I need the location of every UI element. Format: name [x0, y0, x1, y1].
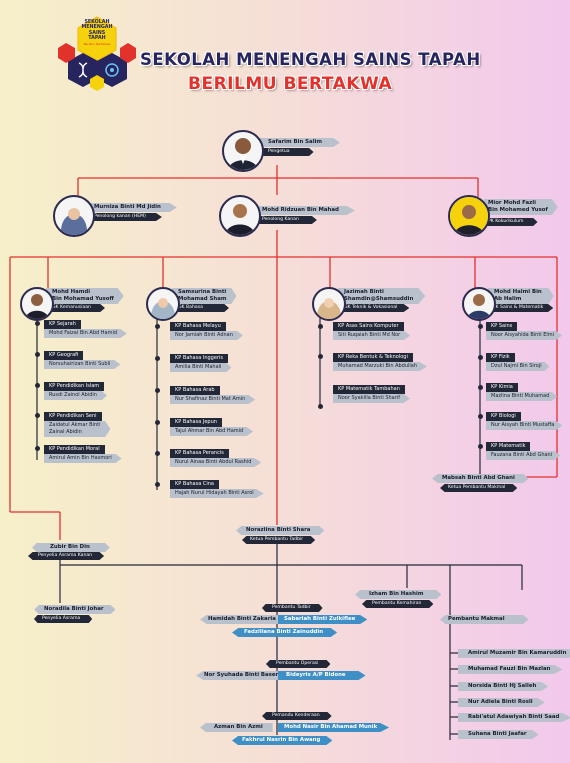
- kp-member: Amilia Binti Mahali: [170, 363, 232, 372]
- gk-role-sains: GK Sains & Matematik: [488, 304, 554, 312]
- deputy-role-hem: Penolong kanan (HEM): [88, 213, 162, 221]
- principal-name: Safarim Bin Salim: [256, 138, 341, 147]
- kp-member: Mazlina Binti Muhamad: [486, 392, 558, 401]
- deputy-name-hem: Murniza Binti Md Jidin: [88, 203, 177, 212]
- kp-member: Tajul Ahmar Bin Abd Hamid: [170, 427, 254, 436]
- kp-member: Noor Syakilla Binti Sharif: [333, 394, 410, 403]
- kemahiran-role: Pembantu Kemahiran: [362, 600, 434, 608]
- gk-role-teknik: GK Teknik & Vokasional: [338, 304, 410, 312]
- tadbir-head-name: Noraziina Binti Shara: [236, 526, 325, 535]
- logo-text: SEKOLAH MENENGAH SAINS TAPAH Berilmu Ber…: [81, 20, 113, 46]
- penyelia-kanan-role: Penyelia Asrama Kanan: [28, 552, 105, 560]
- principal-photo: [222, 130, 264, 172]
- tadbir-head-role: Ketua Pembantu Tadbir: [242, 536, 316, 544]
- kp-member: Siti Ruqaiah Binti Md Nor: [333, 331, 411, 340]
- kp-label: KP Pendidikan Seni: [44, 412, 102, 421]
- kp-member: Nur Aisyah Binti Mustaffa: [486, 421, 563, 430]
- school-motto: BERILMU BERTAKWA: [188, 74, 393, 94]
- kp-label: KP Reka Bentuk & Teknologi: [333, 353, 413, 362]
- gk-photo-teknik: [312, 287, 346, 321]
- makmal-head-name: Mabsah Binti Abd Ghani: [432, 474, 529, 483]
- pembantu-tadbir-title: Pembantu Tadbir: [262, 604, 323, 612]
- kp-member: Dzul Najmi Bin Siroji: [486, 362, 550, 371]
- penyelia-kanan-name: Zubir Bin Din: [32, 543, 110, 552]
- kp-member: Norsuhairizan Binti Subli: [44, 360, 121, 369]
- kp-label: KP Asas Sains Komputer: [333, 322, 404, 331]
- school-logo: [58, 15, 136, 93]
- pembantu-tadbir-left: Hamidah Binti Zakaria: [200, 615, 282, 624]
- pemandu-right: Mohd Nasir Bin Ahamad Munik: [278, 723, 390, 732]
- deputy-role-kanan: Penolong Kanan: [254, 216, 317, 224]
- kp-label: KP Bahasa Melayu: [170, 322, 226, 331]
- pembantu-makmal-member: Suhana Binti Jaafar: [458, 730, 539, 739]
- kp-label: KP Bahasa Cina: [170, 480, 219, 489]
- kp-member: Nor Jamiah Binti Adnan: [170, 331, 243, 340]
- kp-label: KP Bahasa Inggeris: [170, 354, 228, 363]
- pembantu-makmal-member: Nur Adiela Binti Rosli: [458, 698, 545, 707]
- kp-label: KP Pendidikan Moral: [44, 445, 105, 454]
- kemahiran-name: Izham Bin Hashim: [355, 590, 442, 599]
- pembantu-makmal-member: Muhamad Fauzi Bin Mazlan: [458, 665, 563, 674]
- gk-role-bahasa: GK Bahasa: [172, 304, 229, 312]
- kp-member: Amirul Amin Bin Hasmori: [44, 454, 122, 463]
- pembantu-tadbir-right: Sabariah Binti Zulkiflee: [278, 615, 368, 624]
- makmal-head-role: Ketua Pembantu Makmal: [440, 484, 518, 492]
- kp-label: KP Sains: [486, 322, 518, 331]
- pembantu-operasi-title: Pembantu Operasi: [266, 660, 331, 668]
- kp-label: KP Pendidikan Islam: [44, 382, 105, 391]
- deputy-role-koku: PK Kokurikulum: [484, 218, 538, 226]
- kp-label: KP Bahasa Perancis: [170, 449, 229, 458]
- kp-label: KP Biologi: [486, 412, 521, 421]
- pembantu-operasi-right: Bideyris A/P Bidone: [278, 671, 366, 680]
- principal-role: Pengetua: [256, 148, 314, 156]
- pembantu-makmal-title: Pembantu Makmal: [440, 615, 529, 624]
- pemandu-title: Pemandu Kenderaan: [262, 712, 332, 720]
- kp-member: Muhamad Marzuki Bin Abdullah: [333, 362, 428, 371]
- gk-photo-sains: [462, 287, 496, 321]
- pembantu-tadbir-bottom: Fadziliana Binti Zainuddin: [232, 628, 338, 637]
- pembantu-makmal-member: Amirul Muzamir Bin Kamaruddin: [458, 649, 570, 658]
- deputy-photo-hem: [53, 195, 95, 237]
- kp-label: KP Matematik Tambahan: [333, 385, 405, 394]
- pembantu-makmal-member: Rabi'atul Adawiyah Binti Saad: [458, 713, 570, 722]
- kp-member: Nur Shafinaz Binti Mat Amin: [170, 395, 256, 404]
- kp-member: Hajah Nurul Hidayah Binti Asrol: [170, 489, 264, 498]
- kp-label: KP Bahasa Jepun: [170, 418, 222, 427]
- kp-label: KP Sejarah: [44, 320, 81, 329]
- kp-label: KP Kimia: [486, 383, 518, 392]
- deputy-name-kanan: Mohd Ridzuan Bin Mahad: [254, 206, 355, 215]
- kp-label: KP Bahasa Arab: [170, 386, 220, 395]
- pembantu-operasi-left: Nor Syuhada Binti Baseri: [196, 671, 287, 680]
- deputy-photo-koku: [448, 195, 490, 237]
- deputy-photo-kanan: [219, 195, 261, 237]
- gk-photo-kemanusiaan: [20, 287, 54, 321]
- school-title: SEKOLAH MENENGAH SAINS TAPAH: [140, 50, 481, 69]
- penyelia-name: Noradila Binti Johar: [34, 605, 116, 614]
- pemandu-left: Azman Bin Azmi: [200, 723, 273, 732]
- kp-member: Nurul Ainaa Binti Abdul Rashid: [170, 458, 262, 467]
- kp-member: Rusdi Zainol Abidin: [44, 391, 107, 400]
- penyelia-role: Penyelia Asrama: [34, 615, 93, 623]
- kp-member: Fauzana Binti Abd Ghani: [486, 451, 561, 460]
- pemandu-bottom: Fakhrul Nasrin Bin Awang: [232, 736, 333, 745]
- kp-member: Mohd Faizal Bin Abd Hamid: [44, 329, 128, 338]
- kp-label: KP Geografi: [44, 351, 84, 360]
- kp-label: KP Matematik: [486, 442, 531, 451]
- gk-photo-bahasa: [146, 287, 180, 321]
- pembantu-makmal-member: Norsida Binti Hj Salleh: [458, 682, 549, 691]
- kp-label: KP Fizik: [486, 353, 515, 362]
- gk-role-kemanusiaan: GK Kemanusiaan: [46, 304, 105, 312]
- kp-member: Noor Aisyahida Binti Elmi: [486, 331, 563, 340]
